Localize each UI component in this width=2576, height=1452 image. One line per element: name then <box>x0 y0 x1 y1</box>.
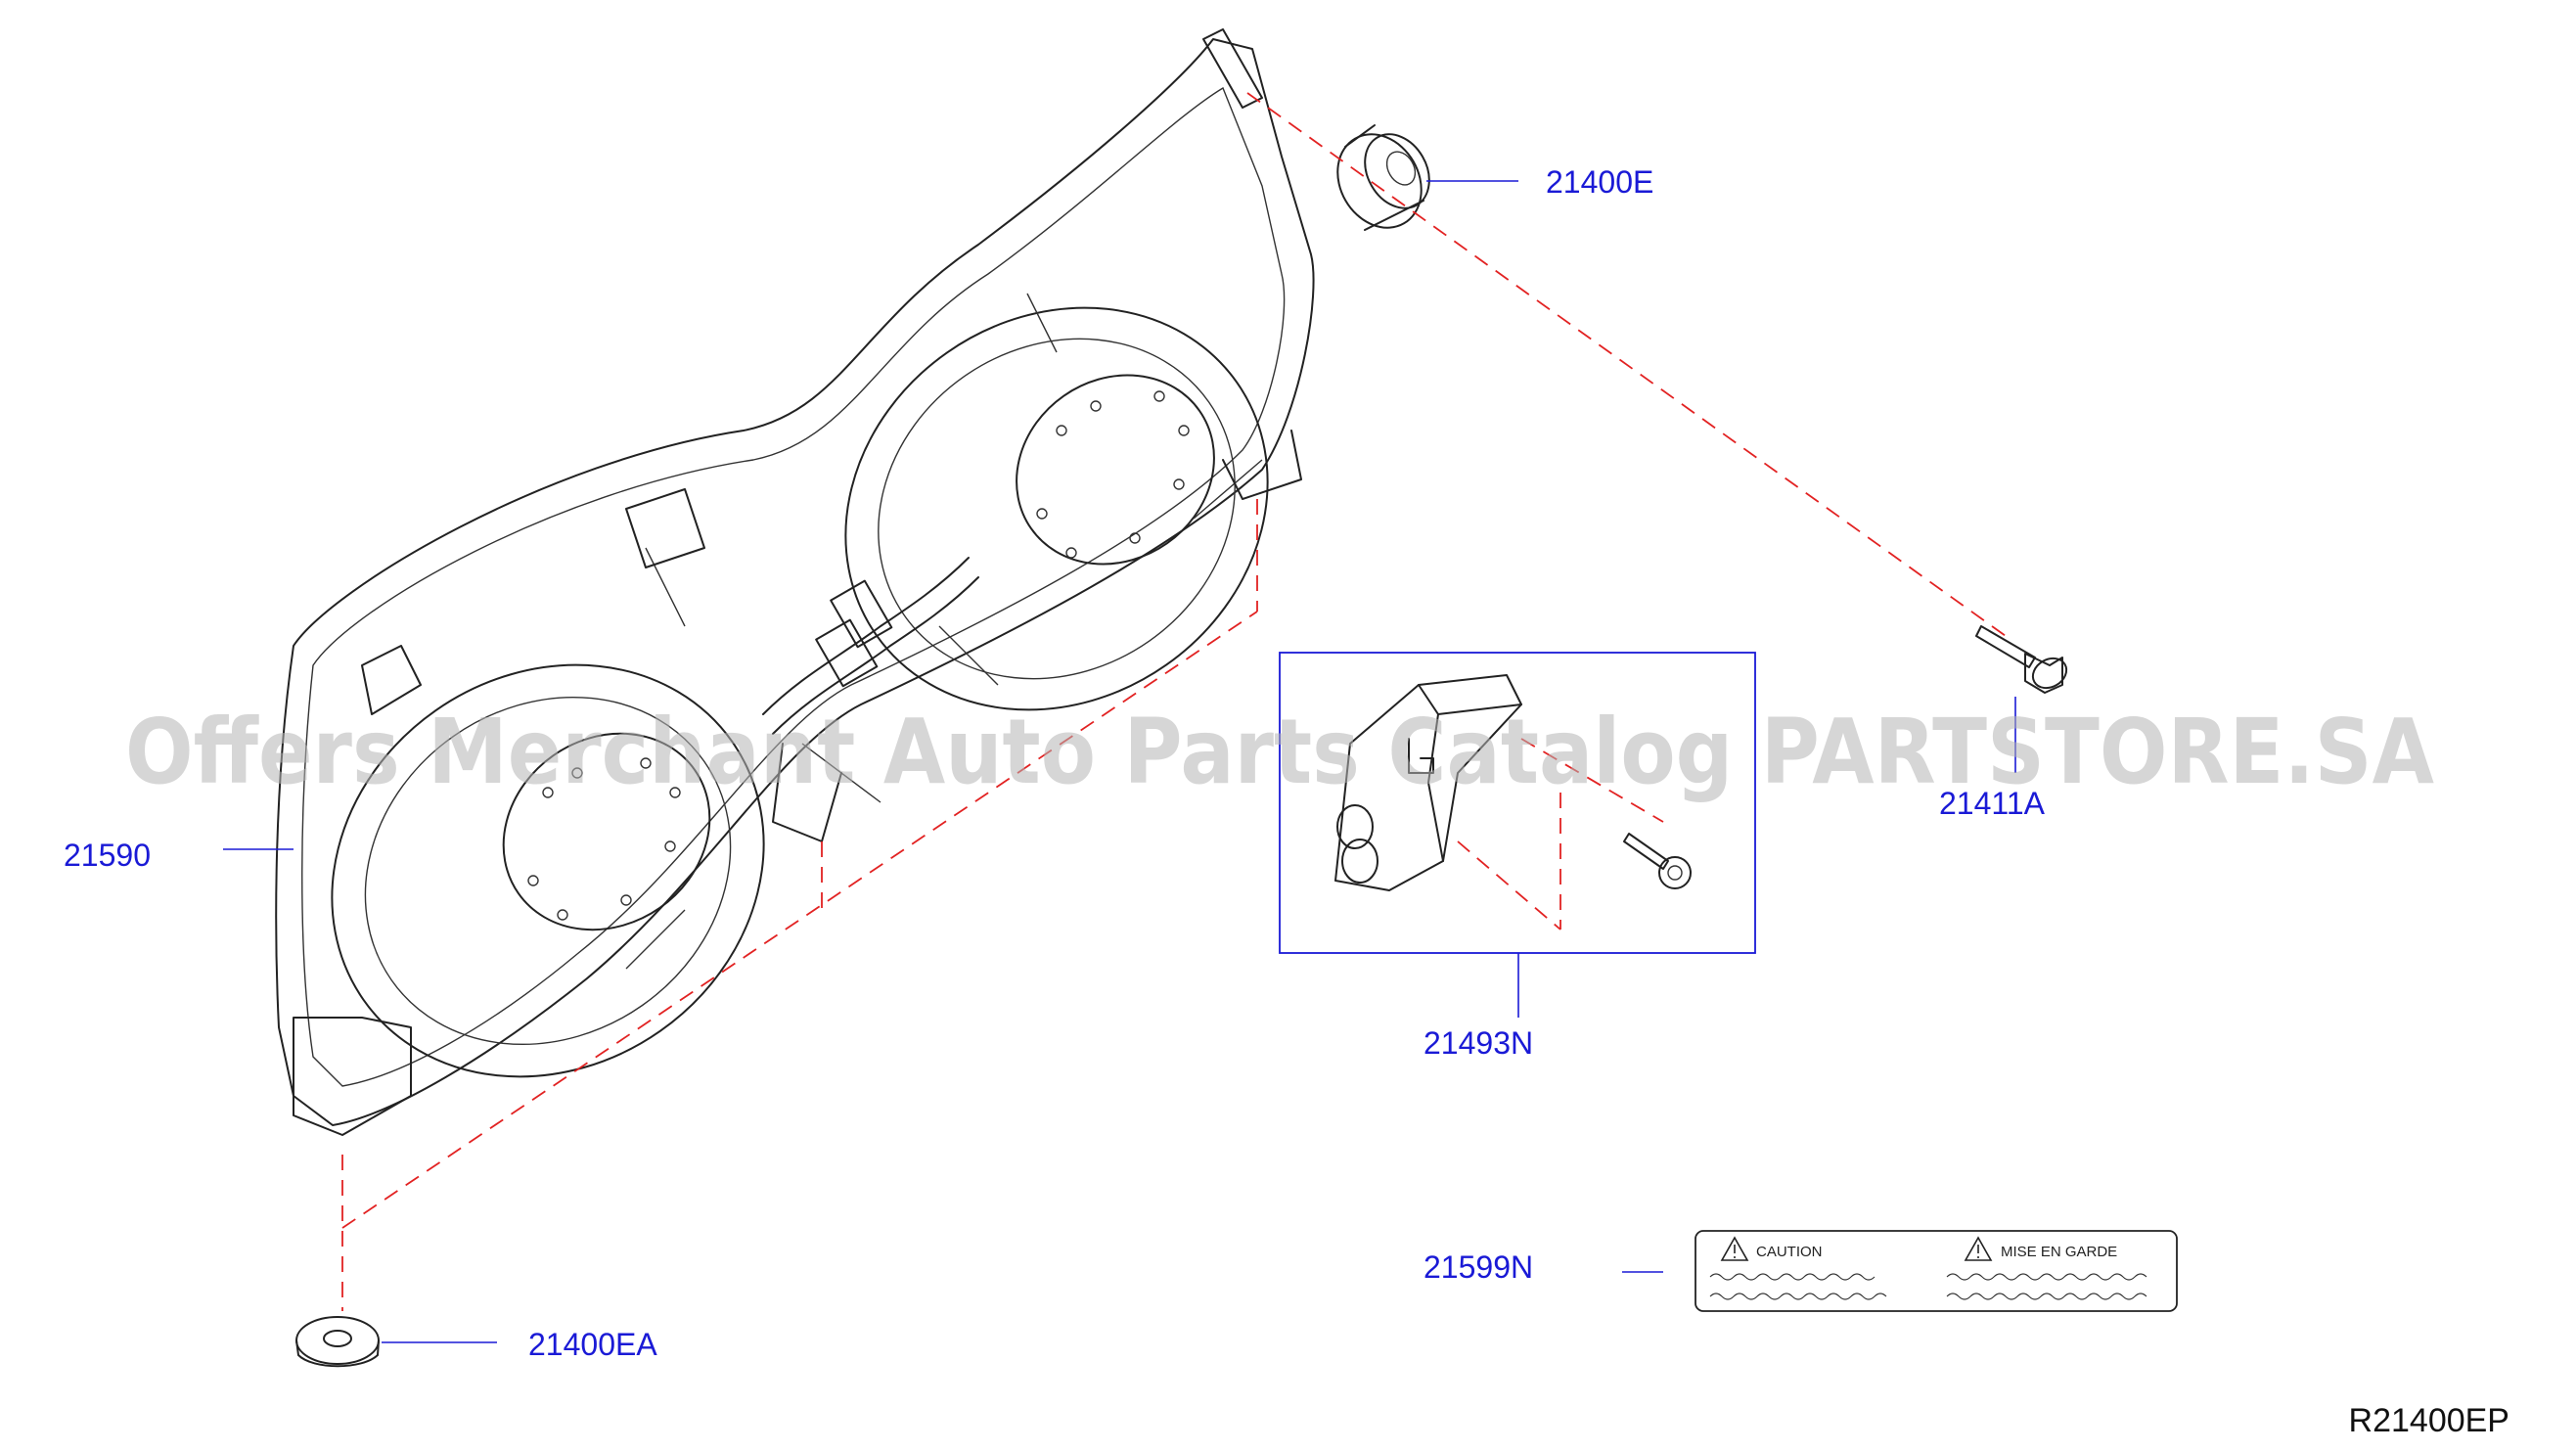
mounting-bolt[interactable] <box>1975 625 2072 694</box>
fan-control-module-group[interactable] <box>1279 652 1756 954</box>
right-motor-bolt-circle <box>1036 390 1190 559</box>
diagram-reference-code: R21400EP <box>2349 1402 2509 1439</box>
module-inset-box <box>1279 652 1756 954</box>
callout-21599N[interactable]: 21599N <box>1424 1249 1533 1285</box>
left-motor-bolt-circle <box>527 757 681 921</box>
warning-triangle-icon-fr <box>1964 1236 1993 1261</box>
fan-shroud-assembly[interactable] <box>251 28 1346 1160</box>
caution-fine-print <box>1709 1273 2147 1300</box>
grommet-upper[interactable] <box>1321 119 1442 244</box>
watermark-text: Offers Merchant Auto Parts Catalog PARTS… <box>125 700 2434 804</box>
callout-21590[interactable]: 21590 <box>64 838 151 873</box>
grommet-lower[interactable] <box>295 1316 380 1368</box>
assembly-dash-lines <box>341 92 2007 1311</box>
callout-21400E[interactable]: 21400E <box>1546 164 1653 200</box>
warning-triangle-icon <box>1720 1236 1749 1261</box>
callout-21400EA[interactable]: 21400EA <box>528 1327 657 1362</box>
callout-21411A[interactable]: 21411A <box>1939 786 2046 821</box>
caution-heading-en: CAUTION <box>1756 1244 1823 1260</box>
caution-heading-fr: MISE EN GARDE <box>2001 1244 2117 1260</box>
callout-21493N[interactable]: 21493N <box>1424 1025 1533 1061</box>
caution-label[interactable]: CAUTION MISE EN GARDE <box>1695 1230 2178 1312</box>
leader-lines <box>223 180 2016 1343</box>
